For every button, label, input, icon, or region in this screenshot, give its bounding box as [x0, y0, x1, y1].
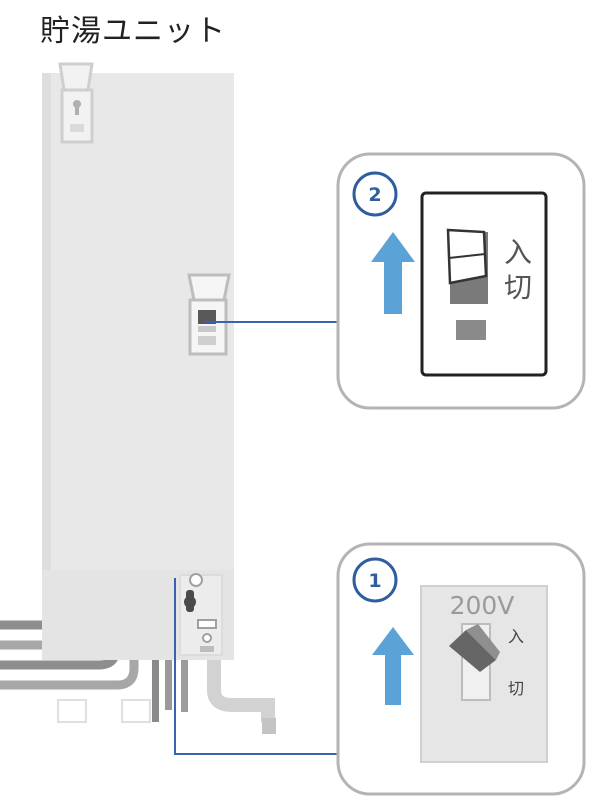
- off-label-1: 切: [508, 679, 524, 698]
- step-number-2: 2: [368, 184, 381, 206]
- pipe: [0, 570, 139, 690]
- page-title: 貯湯ユニット: [40, 14, 226, 49]
- breaker-2-indicator: [456, 320, 486, 340]
- step-number-1: 1: [368, 570, 381, 592]
- callout-1: 1 200V 入 切: [336, 542, 586, 796]
- step-badge-2: [352, 171, 398, 217]
- foot: [121, 699, 151, 723]
- drain-cap: [262, 718, 276, 734]
- callout-2: 2 入 切: [336, 152, 586, 410]
- on-label-1: 入: [508, 627, 524, 646]
- leader-line-1: [174, 578, 338, 755]
- up-arrow-icon: [371, 232, 415, 314]
- breaker-1-location: [179, 573, 223, 656]
- breaker-1-lever: [449, 630, 496, 672]
- unit-side-edge: [42, 73, 51, 570]
- on-label-2: 入: [504, 236, 532, 269]
- foot: [57, 699, 87, 723]
- breaker-2-location: [187, 273, 231, 356]
- off-label-2: 切: [504, 271, 532, 304]
- voltage-label: 200V: [450, 591, 515, 620]
- step-badge-1: [352, 557, 398, 603]
- top-switch: [58, 62, 94, 144]
- up-arrow-icon: [372, 627, 414, 705]
- drain-pipe: [207, 620, 275, 722]
